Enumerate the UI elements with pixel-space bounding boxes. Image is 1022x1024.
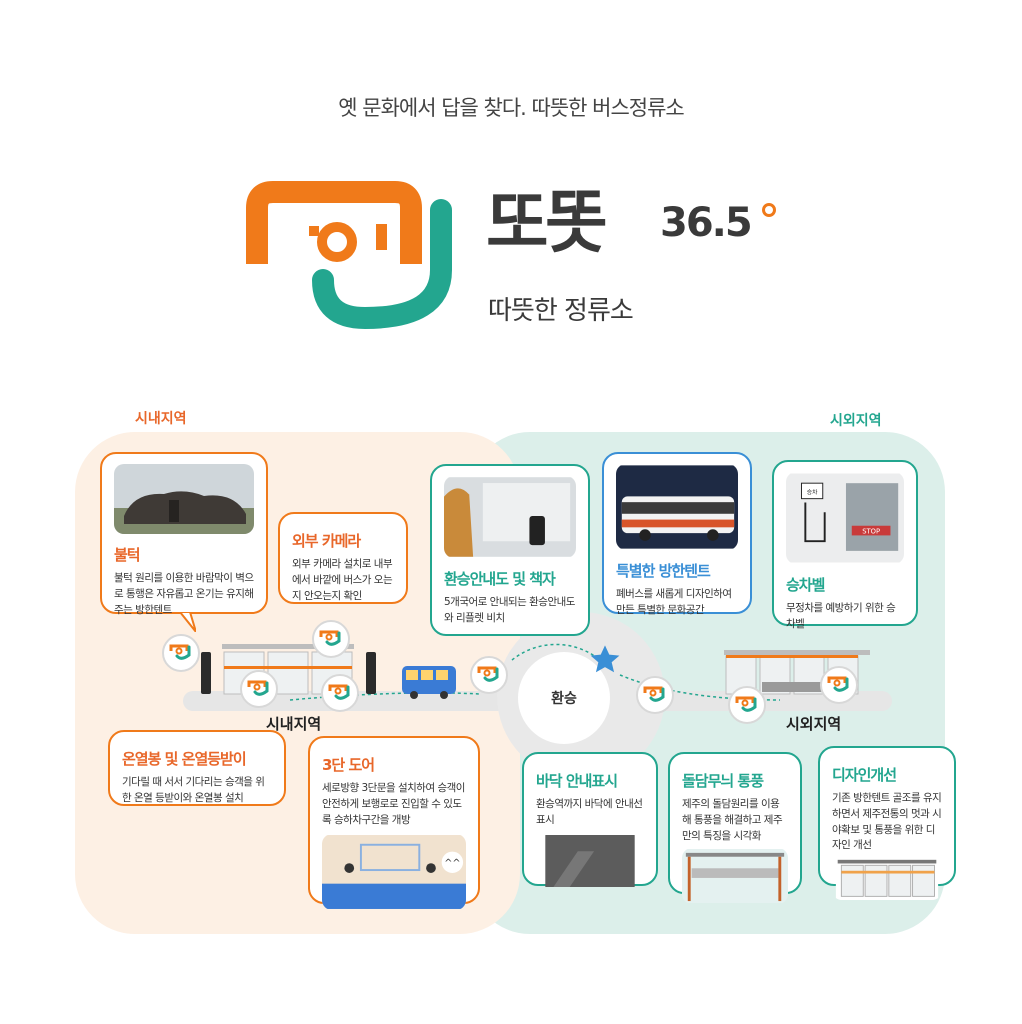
card-design-desc: 기존 방한텐트 골조를 유지하면서 제주전통의 멋과 시야확보 및 통풍을 위한…: [832, 792, 942, 852]
card-bell[interactable]: STOP 승차 승차벨 무정차를 예방하기 위한 승차벨: [772, 460, 918, 630]
card-floor-desc: 환승역까지 바닥에 안내선 표시: [536, 798, 643, 826]
pin-bulteok[interactable]: [162, 634, 200, 672]
card-door-title: 3단 도어: [322, 756, 375, 774]
bell-photo: STOP 승차: [786, 473, 904, 563]
floor-photo: [545, 834, 635, 887]
pin-door[interactable]: [321, 674, 359, 712]
smile-logo-icon: [827, 676, 849, 692]
degree-icon: [762, 203, 776, 217]
card-heater-title: 온열봉 및 온열등받이: [122, 750, 247, 768]
heater-post-left: [201, 652, 211, 694]
card-guide-desc: 5개국어로 안내되는 환승안내도와 리플렛 비치: [444, 596, 575, 624]
card-bell-desc: 무정차를 예방하기 위한 승차벨: [786, 602, 896, 630]
smile-logo-icon: [169, 644, 191, 660]
card-heater[interactable]: 온열봉 및 온열등받이 기다릴 때 서서 기다리는 승객을 위한 온열 등받이와…: [108, 730, 286, 806]
card-wall[interactable]: 돌담무늬 통풍 제주의 돌담원리를 이용해 통풍을 해결하고 제주만의 특징을 …: [668, 752, 802, 904]
brand-subtitle: 따뜻한 정류소: [488, 296, 634, 326]
card-camera-desc: 외부 카메라 설치로 내부에서 바깥에 버스가 오는지 안오는지 확인: [292, 558, 393, 602]
card-bell-title: 승차벨: [786, 576, 825, 594]
zone-right-label: 시외지역: [830, 413, 882, 429]
smile-logo-icon: [246, 181, 452, 330]
tagline: 옛 문화에서 답을 찾다. 따뜻한 버스정류소: [338, 96, 685, 120]
card-camera[interactable]: 외부 카메라 외부 카메라 설치로 내부에서 바깥에 버스가 오는지 안오는지 …: [278, 512, 408, 604]
smile-logo-icon: [643, 686, 665, 702]
pin-wall[interactable]: [728, 686, 766, 724]
pin-guide[interactable]: [470, 656, 508, 694]
card-design[interactable]: 디자인개선 기존 방한텐트 골조를 유지하면서 제주전통의 멋과 시야확보 및 …: [818, 746, 956, 900]
card-wall-title: 돌담무늬 통풍: [682, 772, 764, 790]
place-label-city: 시내지역: [266, 715, 322, 733]
pin-camera[interactable]: [312, 620, 350, 658]
card-wall-desc: 제주의 돌담원리를 이용해 통풍을 해결하고 제주만의 특징을 시각화: [682, 798, 783, 842]
card-heater-desc: 기다릴 때 서서 기다리는 승객을 위한 온열 등받이와 온열봉 설치: [122, 776, 265, 804]
smile-logo-icon: [319, 630, 341, 646]
card-tail: [180, 612, 196, 632]
card-tent-title: 특별한 방한텐트: [616, 562, 711, 580]
pin-floor[interactable]: [636, 676, 674, 714]
card-tent-desc: 폐버스를 새롭게 디자인하여 만든 특별한 문화공간: [616, 588, 732, 616]
place-label-suburb: 시외지역: [786, 715, 842, 733]
card-guide[interactable]: 환승안내도 및 책자 5개국어로 안내되는 환승안내도와 리플렛 비치: [430, 464, 590, 636]
card-camera-title: 외부 카메라: [292, 532, 361, 550]
wall-photo: [682, 849, 788, 904]
door-illustration: ^^: [322, 835, 466, 910]
smile-logo-icon: [247, 680, 269, 696]
card-tent[interactable]: 특별한 방한텐트 폐버스를 새롭게 디자인하여 만든 특별한 문화공간: [602, 452, 752, 616]
card-guide-title: 환승안내도 및 책자: [444, 570, 556, 588]
brand-name: 또똣: [486, 184, 608, 263]
card-bulteok[interactable]: 불턱 불턱 원리를 이용한 바람막이 벽으로 통행은 자유롭고 온기는 유지해주…: [100, 452, 268, 616]
design-photo: [835, 858, 939, 900]
bulteok-photo: [114, 464, 254, 534]
tent-photo: [616, 465, 738, 549]
bell-label-text: 승차: [807, 488, 818, 496]
pin-design[interactable]: [820, 666, 858, 704]
smile-logo-icon: [328, 684, 350, 700]
guide-photo: [444, 477, 576, 557]
smile-logo-icon: [477, 666, 499, 682]
card-design-title: 디자인개선: [832, 766, 897, 784]
card-bulteok-desc: 불턱 원리를 이용한 바람막이 벽으로 통행은 자유롭고 온기는 유지해주는 방…: [114, 572, 254, 616]
pin-heater[interactable]: [240, 670, 278, 708]
heater-post-right: [366, 652, 376, 694]
smile-logo-icon: [735, 696, 757, 712]
star-icon: [590, 645, 620, 673]
smile-text: ^^: [444, 858, 460, 869]
zone-left-label: 시내지역: [135, 411, 187, 427]
stop-sign-text: STOP: [862, 527, 880, 535]
card-bulteok-title: 불턱: [114, 546, 141, 564]
transfer-hub: 환승: [518, 652, 610, 744]
card-floor[interactable]: 바닥 안내표시 환승역까지 바닥에 안내선 표시: [522, 752, 658, 887]
card-floor-title: 바닥 안내표시: [536, 772, 618, 790]
card-door[interactable]: 3단 도어 세로방향 3단문을 설치하여 승객이 안전하게 보행로로 진입할 수…: [308, 736, 480, 910]
card-door-desc: 세로방향 3단문을 설치하여 승객이 안전하게 보행로로 진입할 수 있도록 승…: [322, 782, 465, 826]
brand-temperature: 36.5: [660, 200, 753, 246]
bus-icon: [402, 666, 456, 699]
